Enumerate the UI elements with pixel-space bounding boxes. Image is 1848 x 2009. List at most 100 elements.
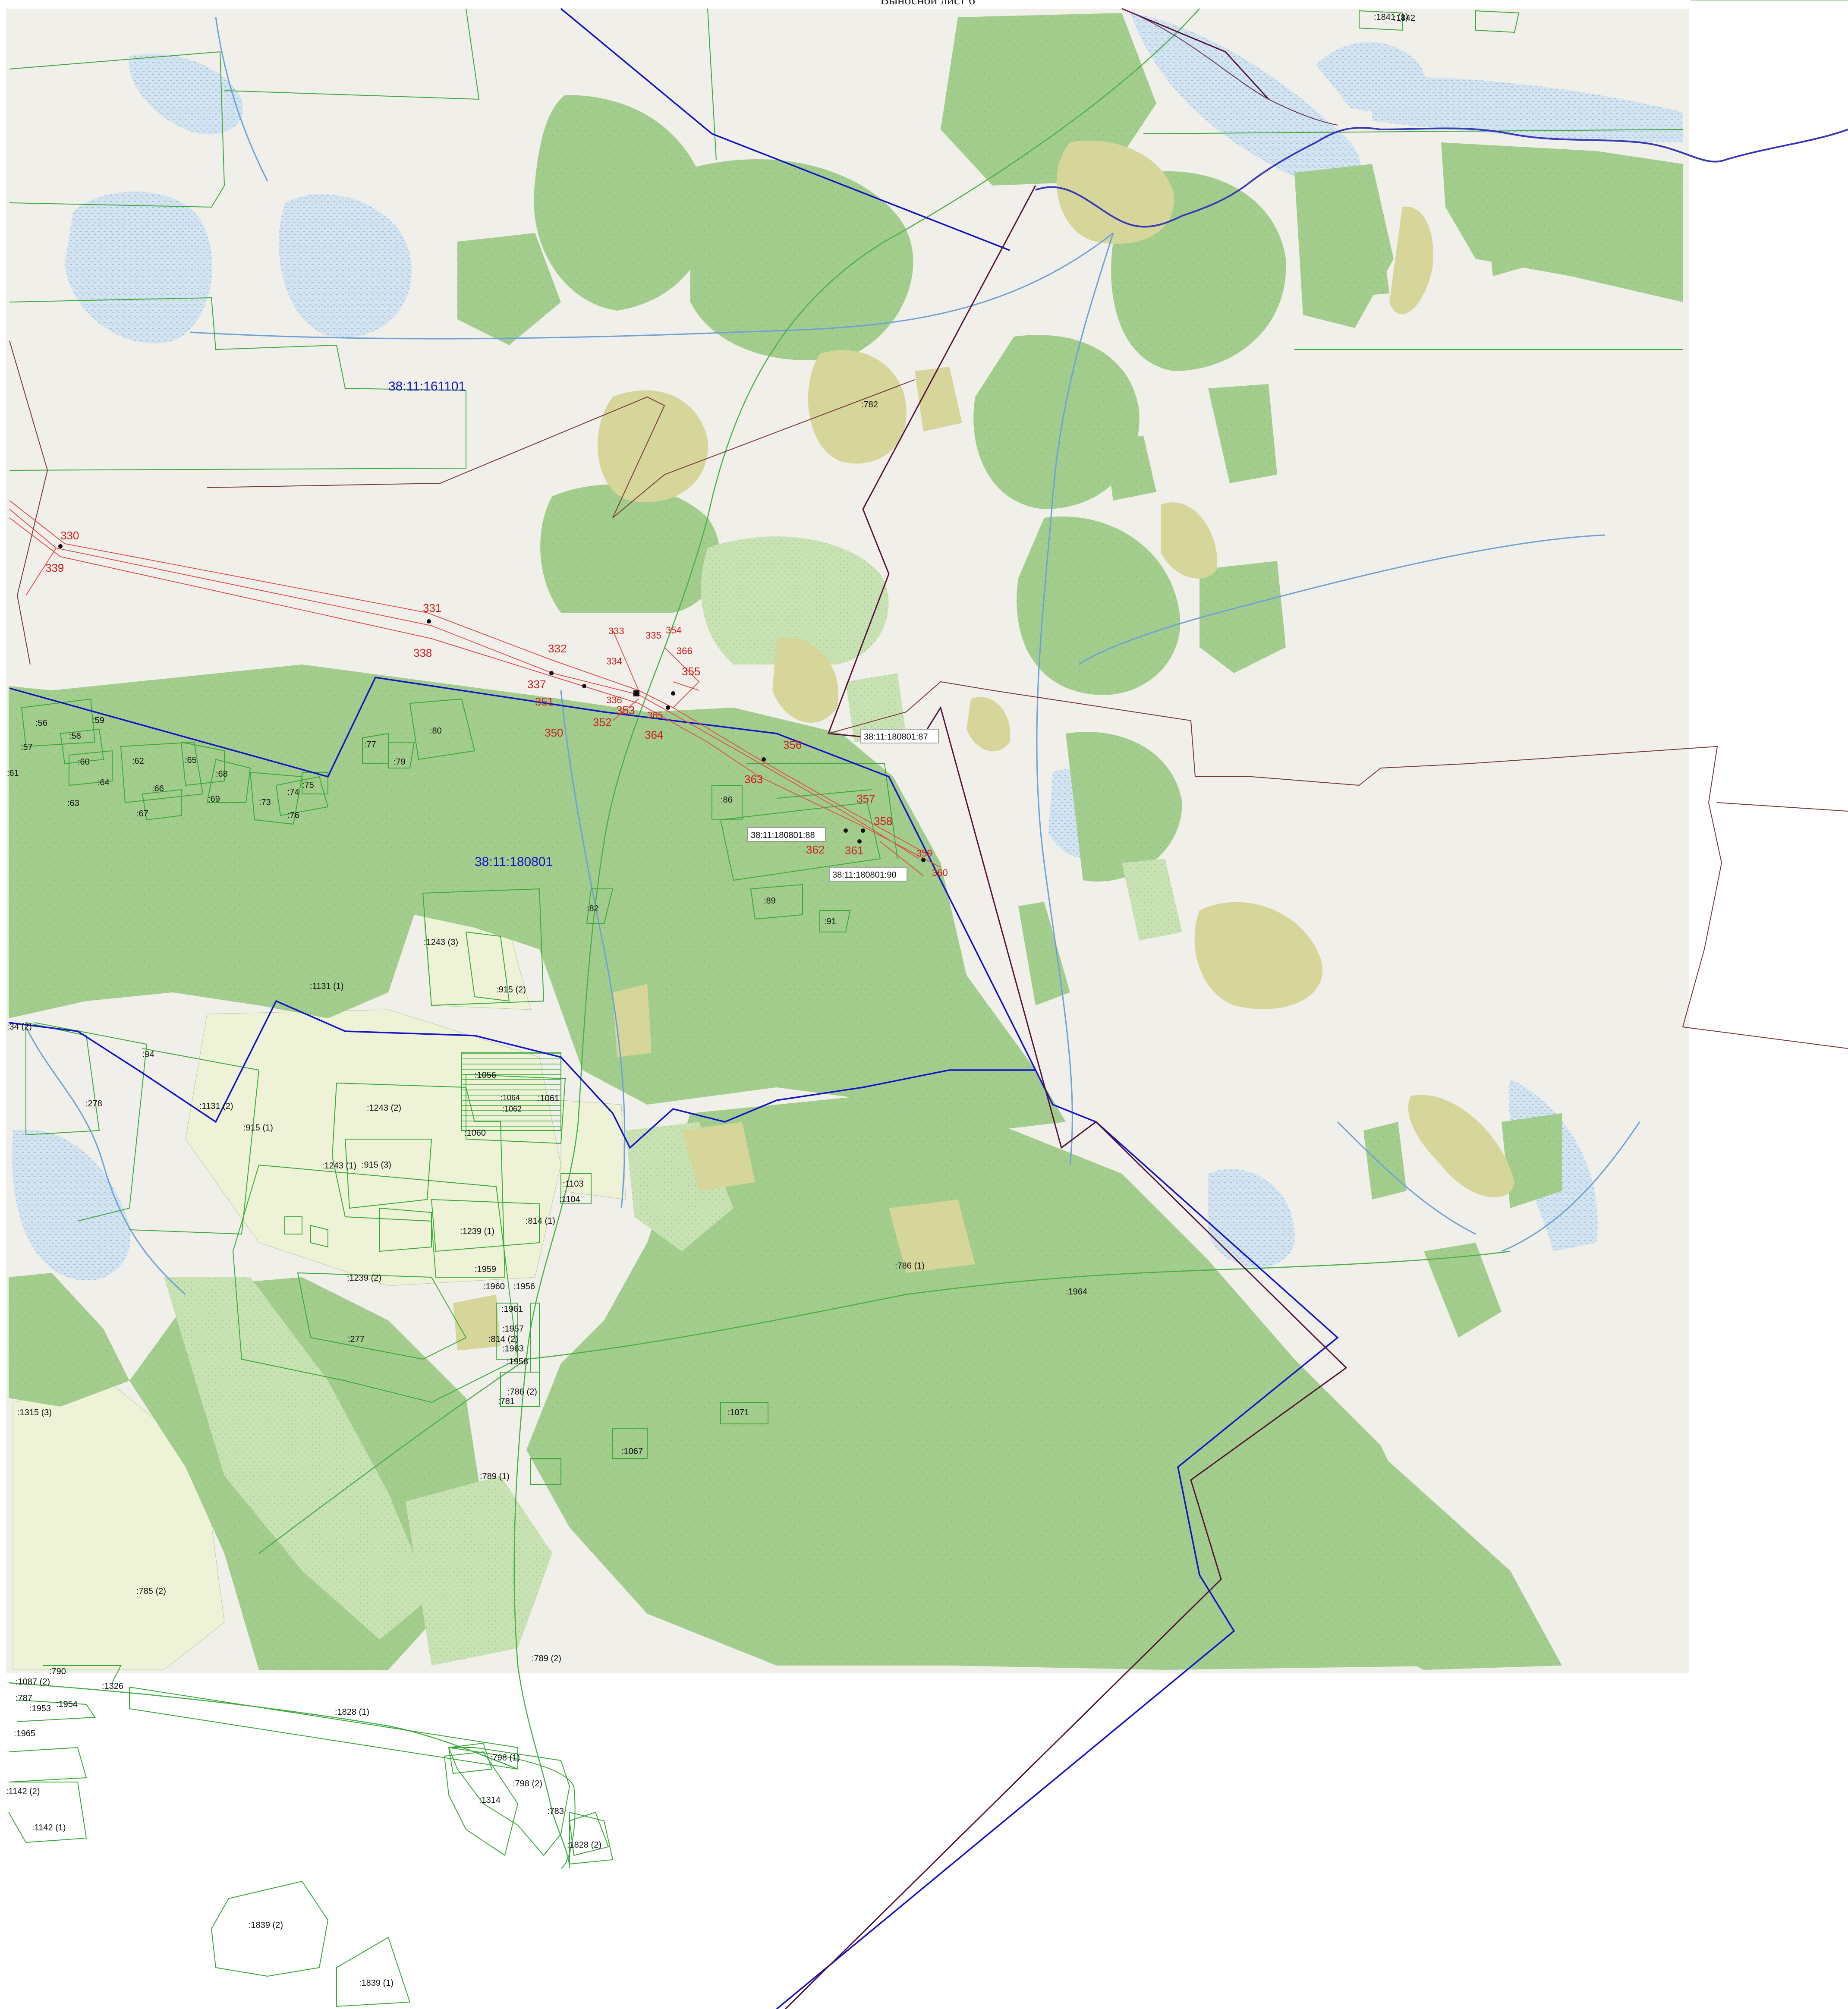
parcel-label: :1957 (502, 1324, 524, 1334)
basemap-layer (6, 8, 1689, 1869)
parcel-label: :89 (764, 896, 776, 906)
parcel-label: :1326 (102, 1682, 123, 1691)
parcel-label: :73 (259, 798, 271, 807)
parcel-label: :58 (69, 731, 81, 741)
parcel-label: :68 (216, 769, 228, 779)
route-point-label: 353 (616, 704, 635, 717)
parcel-label: :1243 (2) (367, 1103, 401, 1113)
parcel-label: :787 (16, 1694, 32, 1703)
parcel-label: :1239 (1) (460, 1227, 494, 1236)
route-point-label: 350 (545, 726, 563, 739)
parcel-callouts: 38:11:180801:87 38:11:180801:88 38:11:18… (747, 729, 939, 882)
route-point-label: 351 (535, 695, 554, 708)
callout-box (747, 827, 826, 842)
river-boundary (1035, 127, 1848, 228)
route-point-label: 355 (682, 665, 700, 678)
boundary-lines (8, 8, 1848, 2009)
parcel-label: :783 (547, 1807, 564, 1816)
route-point-label: 356 (783, 738, 802, 751)
parcel-label: :82 (587, 904, 599, 913)
parcel-label: :1087 (2) (16, 1677, 50, 1687)
meadow-areas (453, 140, 1514, 1351)
parcel-label: :67 (136, 809, 148, 819)
parcel-label: :63 (67, 799, 79, 808)
parcel-label: :814 (2) (488, 1335, 518, 1344)
parcel-label: :789 (2) (532, 1654, 561, 1663)
parcel-label: :1964 (1066, 1287, 1087, 1297)
parcel-labels: :56 :57 :58 :59 :60 :61 :62 :63 :64 :65 … (6, 13, 1415, 1988)
parcel-label: :1315 (3) (17, 1408, 52, 1417)
route-point-label: 357 (856, 792, 875, 805)
parcel-label: :1953 (29, 1704, 51, 1713)
parcel-label: :1142 (1) (32, 1823, 66, 1833)
parcel-label: :915 (1) (243, 1123, 273, 1133)
parcel-label: :61 (7, 768, 19, 778)
route-point-label: 336 (606, 695, 622, 705)
parcel-label: :781 (498, 1397, 515, 1406)
parcel-label: :790 (49, 1667, 66, 1676)
parcel-label: :277 (348, 1335, 365, 1344)
parcel-label: :1956 (513, 1282, 535, 1291)
route-point-label: 335 (645, 630, 661, 641)
parcel-label: :1061 (538, 1094, 559, 1103)
parcel-label: :65 (185, 756, 197, 765)
route-point-label: 365 (647, 710, 663, 721)
parcel-label: :1961 (501, 1304, 523, 1314)
parcel-label: :62 (132, 756, 144, 766)
river-boundary-upper (1121, 8, 1338, 126)
route-point-label: 333 (608, 626, 624, 636)
parcel-label: :86 (721, 795, 733, 805)
route-vertices (58, 544, 926, 862)
parcel-label: :915 (2) (496, 985, 526, 995)
route-point-label: 339 (45, 561, 64, 574)
route-point-label: 358 (874, 815, 892, 828)
municipal-boundary-2 (207, 379, 915, 518)
parcel-label: :814 (1) (526, 1216, 555, 1226)
parcel-label: :1131 (1) (310, 982, 344, 991)
parcel-label: :1963 (502, 1344, 524, 1354)
parcel-label: :1243 (1) (322, 1161, 356, 1171)
route-point-label: 354 (666, 625, 682, 636)
parcel-label: :1103 (563, 1179, 584, 1189)
quarter-boundary-line (9, 677, 1339, 2009)
parcel-label: :798 (1) (490, 1753, 520, 1763)
municipal-boundary-4 (1717, 802, 1848, 812)
parcel-label: :80 (430, 726, 442, 736)
parcel-label: :278 (85, 1099, 102, 1108)
parcel-label: :1959 (475, 1265, 496, 1274)
parcel-label: :1839 (1) (359, 1978, 394, 1988)
route-point-label: 334 (606, 656, 622, 667)
parcel-label: :1954 (56, 1700, 78, 1709)
route-point-label: 362 (806, 843, 825, 856)
parcel-label: :1243 (3) (424, 938, 458, 947)
parcel-label: :1142 (2) (6, 1787, 40, 1796)
river-lines (25, 17, 1640, 1295)
route-point-label: 364 (645, 728, 663, 741)
callout-label: 38:11:180801:88 (751, 831, 815, 840)
route-point-label: 330 (60, 529, 79, 542)
route-point-label: 359 (916, 848, 932, 859)
parcel-label: :1064 (501, 1093, 520, 1102)
parcel-label: :56 (35, 718, 47, 728)
callout-label: 38:11:180801:90 (832, 870, 897, 880)
municipal-boundary (9, 340, 48, 665)
route-point-label: 352 (593, 716, 611, 729)
callout-box (860, 729, 939, 743)
parcel-label: :1056 (475, 1071, 496, 1080)
callout-label: 38:11:180801:87 (864, 732, 928, 742)
parcel-label: :1839 (2) (249, 1921, 283, 1930)
parcel-label: :76 (287, 811, 299, 820)
parcel-label: :915 (3) (362, 1160, 391, 1170)
route-point-label: 337 (527, 678, 546, 691)
parcel-label: :64 (98, 778, 110, 787)
parcel-label: :1071 (727, 1408, 749, 1417)
parcel-label: :786 (2) (507, 1387, 537, 1397)
parcel-label: :1062 (502, 1105, 522, 1113)
parcel-label: :1131 (2) (199, 1102, 233, 1111)
road-lines (8, 8, 1511, 1869)
parcel-label: :79 (394, 757, 406, 767)
parcel-label: :1067 (621, 1447, 643, 1456)
route-point-label: 366 (677, 646, 693, 656)
municipal-boundary-3 (828, 681, 1848, 1049)
